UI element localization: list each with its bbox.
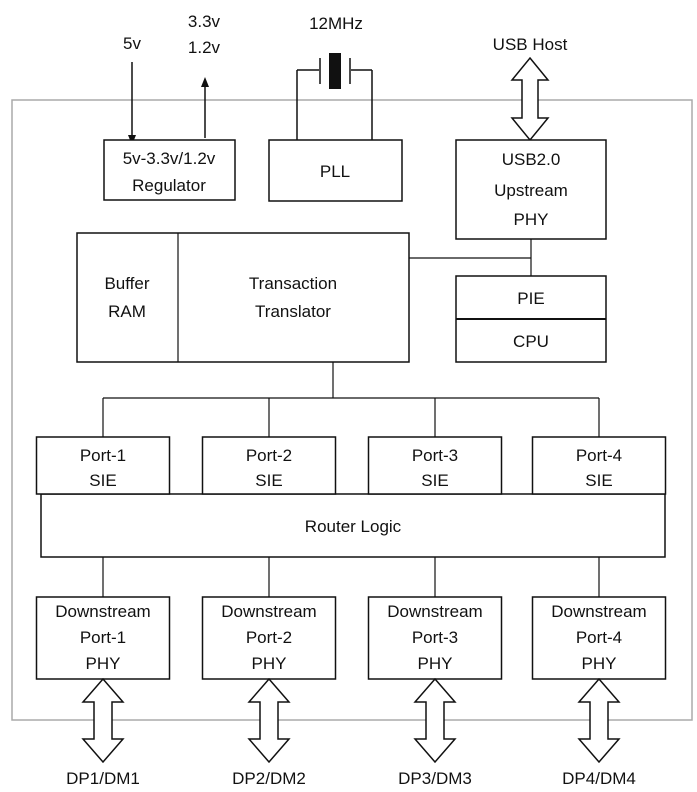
port-1-data-arrow bbox=[81, 677, 125, 764]
port-3-data-arrow bbox=[413, 677, 457, 764]
power-out-3v3-label: 3.3v bbox=[188, 12, 221, 31]
usb-phy-line-3: PHY bbox=[514, 210, 549, 229]
port-2-signal-label: DP2/DM2 bbox=[232, 769, 306, 788]
power-pins bbox=[128, 62, 209, 145]
port-4-sie-line-1: Port-4 bbox=[576, 446, 622, 465]
port-4-data-arrow bbox=[577, 677, 621, 764]
port-2-phy-line-1: Downstream bbox=[221, 602, 316, 621]
port-4-phy-line-2: Port-4 bbox=[576, 628, 622, 647]
port-1-phy-block bbox=[35, 596, 171, 680]
port-4-signal-label: DP4/DM4 bbox=[562, 769, 636, 788]
port-1-signal-label: DP1/DM1 bbox=[66, 769, 140, 788]
transaction-translator-line-1: Transaction bbox=[249, 274, 337, 293]
port-3-phy-line-3: PHY bbox=[418, 654, 453, 673]
chip-boundary bbox=[11, 99, 693, 721]
port-2-sie-line-1: Port-2 bbox=[246, 446, 292, 465]
transaction-translator-line-2: Translator bbox=[255, 302, 331, 321]
port-1-sie-line-1: Port-1 bbox=[80, 446, 126, 465]
port-3-phy-line-1: Downstream bbox=[387, 602, 482, 621]
cpu-label: CPU bbox=[513, 332, 549, 351]
power-in-label: 5v bbox=[123, 34, 141, 53]
port-3-signal-label: DP3/DM3 bbox=[398, 769, 472, 788]
downstream-ports: Port-1SIEDownstreamPort-1PHYDP1/DM1Port-… bbox=[35, 436, 667, 788]
usb-host-label: USB Host bbox=[493, 35, 568, 54]
port-2-data-arrow bbox=[247, 677, 291, 764]
usb-phy-line-1: USB2.0 bbox=[502, 150, 561, 169]
port-2-sie-block bbox=[201, 436, 337, 495]
port-4-sie-line-2: SIE bbox=[585, 471, 612, 490]
port-3-phy-block bbox=[367, 596, 503, 680]
port-2-phy-line-3: PHY bbox=[252, 654, 287, 673]
port-1-phy-line-2: Port-1 bbox=[80, 628, 126, 647]
usb-phy-block bbox=[455, 139, 607, 240]
port-4-phy-line-3: PHY bbox=[582, 654, 617, 673]
pie-label: PIE bbox=[517, 289, 544, 308]
port-1-sie-block bbox=[35, 436, 171, 495]
buffer-tt-block bbox=[76, 232, 410, 363]
port-2-sie-line-2: SIE bbox=[255, 471, 282, 490]
port-2-phy-block bbox=[201, 596, 337, 680]
usb-host-arrow bbox=[510, 56, 550, 142]
crystal-symbol bbox=[296, 53, 373, 140]
buffer-ram-line-1: Buffer bbox=[104, 274, 149, 293]
router-logic-label: Router Logic bbox=[305, 517, 402, 536]
pll-label: PLL bbox=[320, 162, 350, 181]
port-4-sie-block bbox=[531, 436, 667, 495]
power-out-1v2-label: 1.2v bbox=[188, 38, 221, 57]
port-3-sie-line-1: Port-3 bbox=[412, 446, 458, 465]
regulator-line-1: 5v-3.3v/1.2v bbox=[123, 149, 216, 168]
port-3-phy-line-2: Port-3 bbox=[412, 628, 458, 647]
regulator-line-2: Regulator bbox=[132, 176, 206, 195]
buffer-ram-line-2: RAM bbox=[108, 302, 146, 321]
crystal-label: 12MHz bbox=[309, 14, 363, 33]
port-2-phy-line-2: Port-2 bbox=[246, 628, 292, 647]
port-3-sie-block bbox=[367, 436, 503, 495]
regulator-block bbox=[103, 139, 236, 201]
router-logic-block bbox=[40, 493, 666, 558]
port-4-phy-line-1: Downstream bbox=[551, 602, 646, 621]
pll-block bbox=[268, 139, 403, 202]
port-1-phy-line-1: Downstream bbox=[55, 602, 150, 621]
port-3-sie-line-2: SIE bbox=[421, 471, 448, 490]
usb-phy-line-2: Upstream bbox=[494, 181, 568, 200]
port-1-phy-line-3: PHY bbox=[86, 654, 121, 673]
port-1-sie-line-2: SIE bbox=[89, 471, 116, 490]
core-connections bbox=[102, 239, 600, 597]
